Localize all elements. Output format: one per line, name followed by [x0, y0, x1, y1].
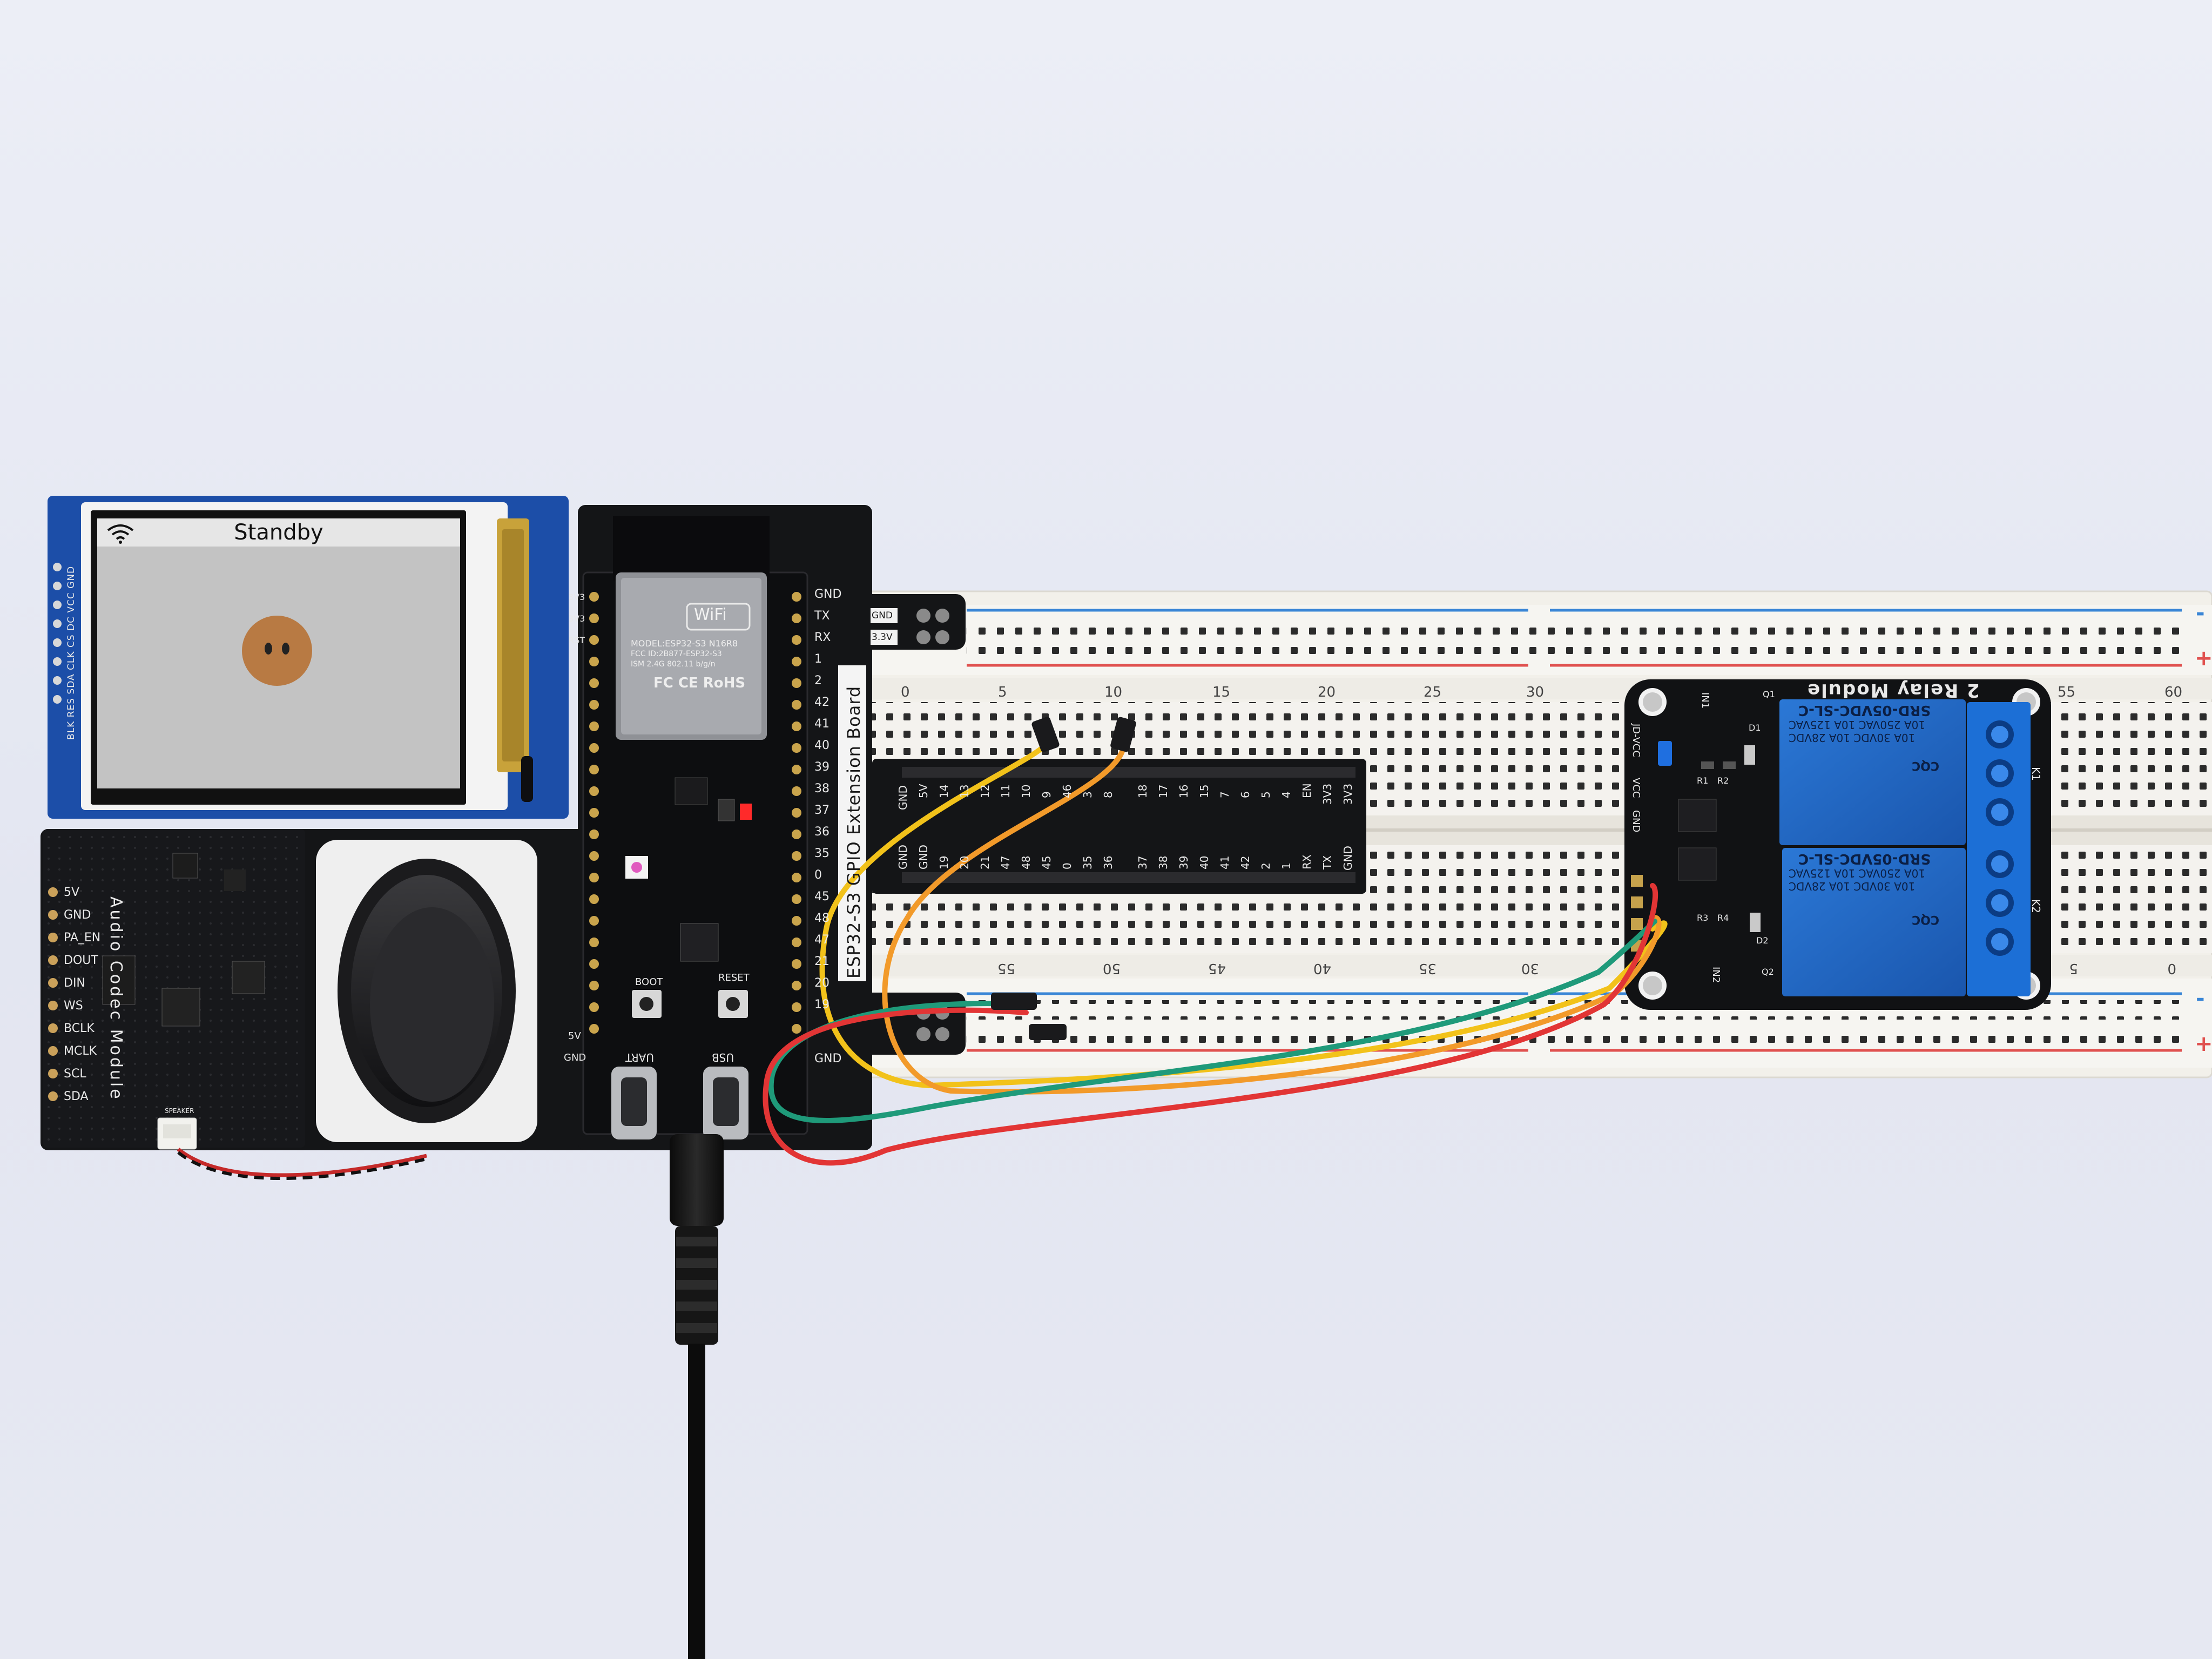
gpio-breakout-header	[872, 759, 1366, 894]
power-led	[740, 804, 752, 820]
bb-num: 55	[997, 960, 1015, 976]
terminal-block	[1967, 702, 2031, 996]
relay-k2	[1782, 848, 1966, 996]
wire-red	[763, 883, 1658, 1166]
power-cable	[670, 1134, 724, 1659]
extension-label-strip	[838, 665, 866, 981]
bb-num: 0	[901, 684, 910, 700]
bb-num: 40	[1313, 960, 1331, 976]
rail-plus: +	[2195, 1031, 2212, 1056]
rail-plus: +	[2195, 646, 2212, 671]
bb-num: 15	[1212, 684, 1230, 700]
esp32-devkit	[582, 516, 808, 1139]
breadboard-bottom-numbers: 55 50 45 40 35 30 5 0	[997, 960, 2176, 976]
jd-vcc-jumper	[1658, 741, 1672, 766]
bb-num: 0	[2167, 960, 2176, 976]
bb-num: 20	[1318, 684, 1336, 700]
bb-num: 5	[998, 684, 1007, 700]
rail-minus: -	[2196, 986, 2205, 1011]
bb-num: 35	[1419, 960, 1437, 976]
relay-module	[1624, 679, 2051, 1010]
mini-header	[868, 594, 966, 650]
rail-signs: - + - +	[2195, 601, 2212, 1056]
breadboard-top-numbers: 0 5 10 15 20 25 30 55 60	[901, 684, 2182, 700]
bb-num: 25	[1424, 684, 1441, 700]
speaker-wire-red	[177, 1148, 427, 1177]
wire-yellow	[819, 743, 1668, 1089]
jumper-wires	[763, 743, 1668, 1166]
bb-num: 50	[1103, 960, 1121, 976]
relay-k1	[1779, 699, 1966, 845]
bb-num: 30	[1521, 960, 1539, 976]
bb-num: 55	[2058, 684, 2075, 700]
speaker-wire-black	[177, 1151, 427, 1181]
bb-num: 30	[1526, 684, 1544, 700]
bb-num: 45	[1208, 960, 1226, 976]
bb-num: 5	[2069, 960, 2078, 976]
dupont-connectors	[991, 717, 1136, 1040]
bb-num: 60	[2164, 684, 2182, 700]
bb-num: 10	[1104, 684, 1122, 700]
rail-minus: -	[2196, 601, 2205, 625]
speaker	[316, 840, 537, 1142]
audio-codec-module	[43, 829, 305, 1150]
